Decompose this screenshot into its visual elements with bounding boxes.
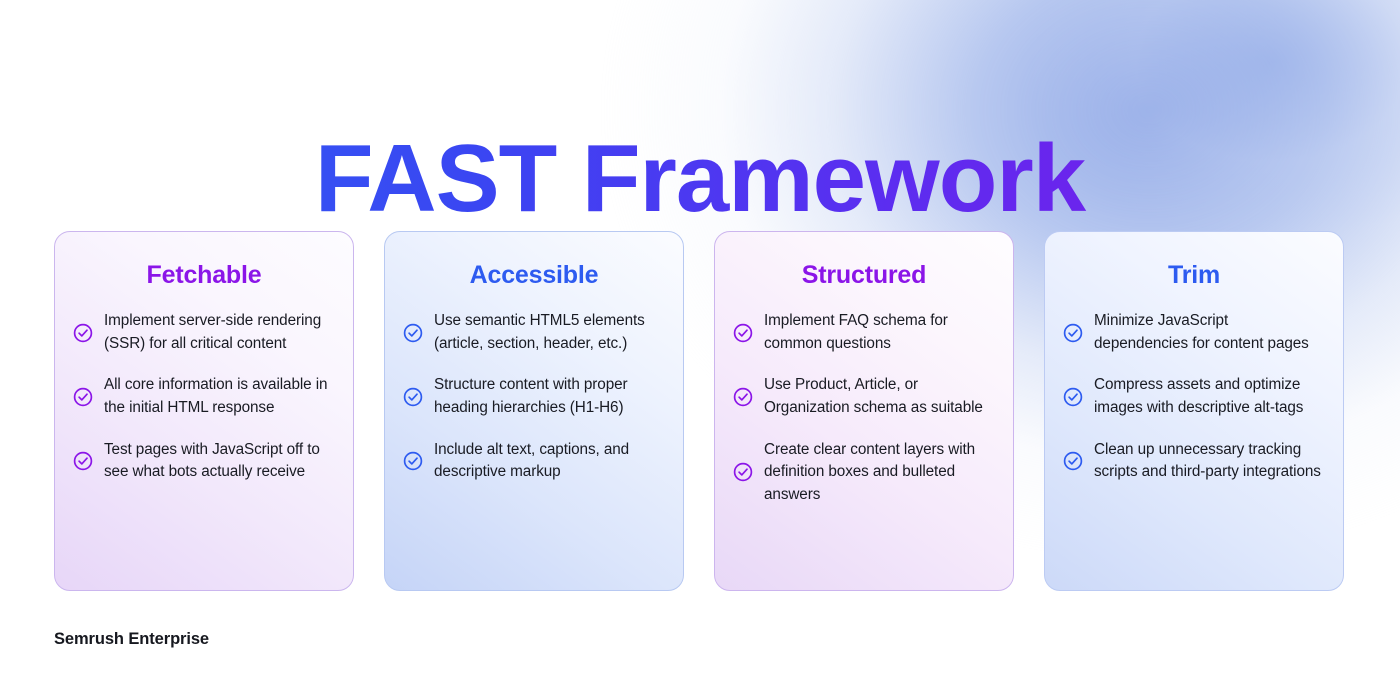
card-trim: Trim Minimize JavaScript dependencies fo… bbox=[1044, 231, 1344, 591]
list-item: Implement server-side rendering (SSR) fo… bbox=[73, 310, 335, 355]
cards-row: Fetchable Implement server-side renderin… bbox=[54, 231, 1346, 591]
card-title-structured: Structured bbox=[801, 261, 927, 289]
list-item: Use Product, Article, or Organization sc… bbox=[733, 374, 995, 419]
card-title-fetchable: Fetchable bbox=[146, 261, 262, 289]
list-item-text: Include alt text, captions, and descript… bbox=[434, 440, 630, 481]
list-item-text: Test pages with JavaScript off to see wh… bbox=[104, 440, 320, 481]
card-fetchable: Fetchable Implement server-side renderin… bbox=[54, 231, 354, 591]
check-circle-icon bbox=[733, 463, 753, 482]
bullet-list-accessible: Use semantic HTML5 elements (article, se… bbox=[403, 310, 665, 484]
list-item: Clean up unnecessary tracking scripts an… bbox=[1063, 439, 1325, 484]
check-circle-icon bbox=[733, 387, 753, 407]
bullet-list-structured: Implement FAQ schema for common question… bbox=[733, 310, 995, 506]
check-circle-icon bbox=[73, 451, 93, 471]
list-item-text: Use Product, Article, or Organization sc… bbox=[764, 376, 983, 416]
check-circle-icon bbox=[73, 323, 93, 342]
check-circle-icon bbox=[73, 387, 93, 407]
list-item-text: Minimize JavaScript dependencies for con… bbox=[1094, 312, 1309, 352]
card-accessible: Accessible Use semantic HTML5 elements (… bbox=[384, 231, 684, 591]
check-circle-icon bbox=[403, 451, 423, 471]
list-item: Create clear content layers with definit… bbox=[733, 439, 995, 507]
list-item: Structure content with proper heading hi… bbox=[403, 374, 665, 419]
page-title: FAST Framework bbox=[0, 126, 1400, 232]
list-item-text: Create clear content layers with definit… bbox=[764, 440, 976, 503]
list-item: Compress assets and optimize images with… bbox=[1063, 374, 1325, 419]
card-title-accessible: Accessible bbox=[469, 261, 599, 289]
list-item-text: Use semantic HTML5 elements (article, se… bbox=[434, 312, 645, 352]
check-circle-icon bbox=[403, 323, 423, 342]
check-circle-icon bbox=[733, 323, 753, 342]
list-item: Implement FAQ schema for common question… bbox=[733, 310, 995, 355]
list-item: Minimize JavaScript dependencies for con… bbox=[1063, 310, 1325, 355]
footer-brand: Semrush Enterprise bbox=[54, 630, 210, 648]
check-circle-icon bbox=[1063, 387, 1083, 407]
card-title-trim: Trim bbox=[1168, 261, 1220, 289]
check-circle-icon bbox=[1063, 451, 1083, 471]
bullet-list-trim: Minimize JavaScript dependencies for con… bbox=[1063, 310, 1325, 484]
list-item-text: Implement server-side rendering (SSR) fo… bbox=[104, 312, 322, 352]
list-item: Include alt text, captions, and descript… bbox=[403, 439, 665, 484]
list-item-text: Structure content with proper heading hi… bbox=[434, 376, 628, 416]
list-item-text: Implement FAQ schema for common question… bbox=[764, 312, 948, 352]
list-item-text: Clean up unnecessary tracking scripts an… bbox=[1094, 440, 1321, 481]
list-item: All core information is available in the… bbox=[73, 374, 335, 419]
check-circle-icon bbox=[1063, 323, 1083, 342]
bullet-list-fetchable: Implement server-side rendering (SSR) fo… bbox=[73, 310, 335, 484]
list-item: Test pages with JavaScript off to see wh… bbox=[73, 439, 335, 484]
card-structured: Structured Implement FAQ schema for comm… bbox=[714, 231, 1014, 591]
list-item-text: Compress assets and optimize images with… bbox=[1094, 376, 1304, 416]
check-circle-icon bbox=[403, 387, 423, 407]
list-item-text: All core information is available in the… bbox=[104, 376, 328, 416]
list-item: Use semantic HTML5 elements (article, se… bbox=[403, 310, 665, 355]
